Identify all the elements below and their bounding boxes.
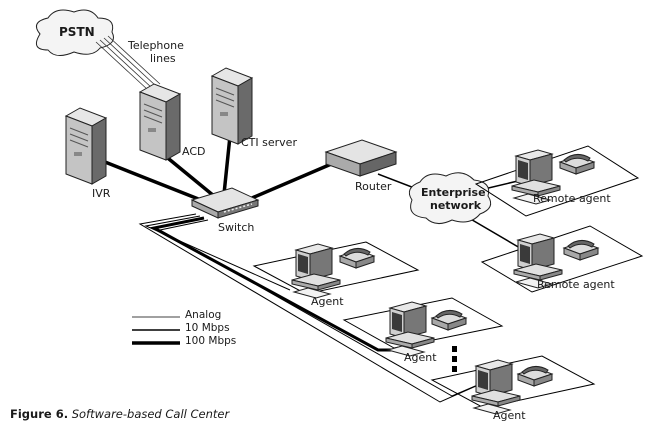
remote-agent-2-phone bbox=[563, 239, 599, 261]
legend-10mbps-label: 10 Mbps bbox=[185, 322, 230, 334]
agent-1-label: Agent bbox=[311, 295, 344, 308]
ivr-label: IVR bbox=[92, 187, 111, 200]
legend-lines bbox=[132, 316, 180, 345]
agent-bundle bbox=[138, 213, 481, 403]
cti-server-label: CTI server bbox=[241, 136, 297, 149]
switch-device bbox=[190, 187, 260, 219]
legend-100mbps-label: 100 Mbps bbox=[185, 335, 237, 347]
ivr-server bbox=[65, 107, 107, 185]
cti-server bbox=[211, 67, 253, 145]
pstn-cloud bbox=[35, 9, 114, 56]
more-agents-dots bbox=[452, 346, 457, 372]
figure-caption: Figure 6. Software-based Call Center bbox=[10, 407, 229, 421]
telephone-lines-label-2: lines bbox=[150, 52, 176, 65]
agent-3-label: Agent bbox=[493, 409, 526, 422]
router-device bbox=[324, 139, 398, 177]
router-label: Router bbox=[355, 180, 392, 193]
enterprise-network-label-1: Enterprise bbox=[421, 186, 486, 199]
figure-title: Software-based Call Center bbox=[71, 407, 230, 421]
desk-remote-1 bbox=[474, 145, 640, 217]
telephone-lines bbox=[95, 35, 161, 91]
agent-2-phone bbox=[431, 309, 467, 331]
figure-number: Figure 6. bbox=[10, 407, 69, 421]
acd-label: ACD bbox=[182, 145, 206, 158]
remote-agent-1-phone bbox=[559, 153, 595, 175]
legend-analog-label: Analog bbox=[185, 309, 222, 321]
desk-agent-1 bbox=[252, 241, 420, 295]
agent-3-phone bbox=[517, 365, 553, 387]
pstn-label: PSTN bbox=[59, 25, 95, 39]
acd-server bbox=[139, 83, 181, 161]
enterprise-network-label-2: network bbox=[430, 199, 482, 212]
switch-label: Switch bbox=[218, 221, 255, 234]
remote-agent-2-label: Remote agent bbox=[537, 278, 615, 291]
agent-2-label: Agent bbox=[404, 351, 437, 364]
telephone-lines-label-1: Telephone bbox=[128, 39, 184, 52]
agent-1-phone bbox=[339, 247, 375, 269]
enterprise-cloud bbox=[408, 172, 492, 224]
remote-agent-1-label: Remote agent bbox=[533, 192, 611, 205]
